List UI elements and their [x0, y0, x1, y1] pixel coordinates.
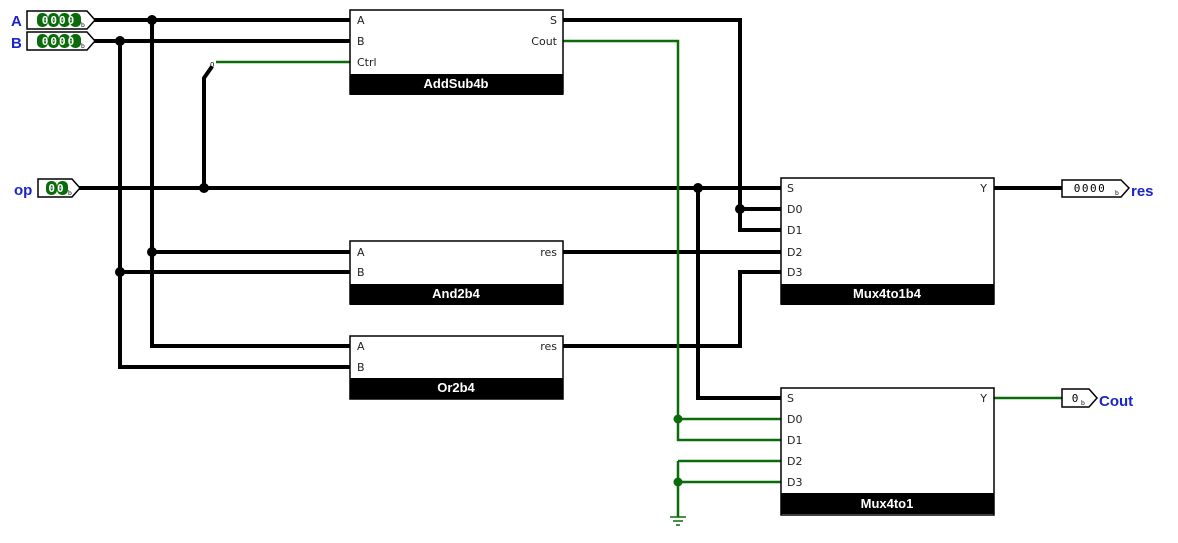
- component-mux4to1b4[interactable]: Mux4to1b4 S D0 D1 D2 D3 Y: [780, 177, 995, 305]
- pin-res-value: 0000: [1074, 182, 1107, 195]
- mux1-port-d1: D1: [787, 434, 802, 447]
- mux4-port-s: S: [787, 182, 794, 195]
- pin-b-radix: b: [81, 43, 85, 50]
- mux1-port-d3: D3: [787, 476, 802, 489]
- mux1-port-s: S: [787, 392, 794, 405]
- pin-op-bits[interactable]: 00: [46, 181, 68, 195]
- junctions: [115, 15, 745, 487]
- or-name: Or2b4: [437, 380, 475, 395]
- and-name: And2b4: [432, 286, 480, 301]
- pin-res-radix: b: [1115, 190, 1119, 197]
- component-mux4to1[interactable]: Mux4to1 S D0 D1 D2 D3 Y: [780, 387, 995, 516]
- wire-op-to-ctrl: [202, 65, 214, 190]
- wire-s-to-mux: [561, 18, 783, 232]
- mux4-name: Mux4to1b4: [853, 286, 922, 301]
- and-port-res: res: [540, 246, 557, 259]
- junction-cout-d0: [673, 414, 683, 424]
- and-port-b: B: [357, 266, 365, 279]
- wire-b-branch: [118, 39, 352, 369]
- input-pin-op[interactable]: op 00 b: [14, 178, 82, 199]
- wire-cout-to-mux1: [563, 39, 781, 442]
- bit-wires: [216, 39, 1062, 517]
- junction-op-ctrl: [199, 183, 209, 193]
- pin-op-radix: b: [68, 190, 72, 197]
- component-or2b4[interactable]: Or2b4 A B res: [349, 335, 564, 400]
- pin-b-bits[interactable]: 0000: [37, 34, 81, 48]
- or-port-b: B: [357, 361, 365, 374]
- mux4-port-d2: D2: [787, 246, 802, 259]
- junction-a-and: [147, 247, 157, 257]
- pin-op-label: op: [14, 182, 32, 199]
- pin-cout-radix: b: [1081, 400, 1085, 407]
- junction-b-and: [115, 267, 125, 277]
- addsub-name: AddSub4b: [424, 76, 489, 91]
- ground-icon: [670, 516, 686, 526]
- mux4-port-d0: D0: [787, 203, 802, 216]
- pin-op-value: 00: [48, 182, 65, 195]
- pin-b-value: 0000: [42, 35, 77, 48]
- addsub-port-cout: Cout: [531, 35, 557, 48]
- mux1-port-d2: D2: [787, 455, 802, 468]
- wire-op-to-mux1: [696, 186, 783, 400]
- or-port-a: A: [357, 340, 365, 353]
- wire-or-to-d3: [561, 270, 783, 348]
- pin-a-radix: b: [81, 22, 85, 29]
- junction-gnd-d3: [673, 477, 683, 487]
- mux4-port-y: Y: [979, 182, 987, 195]
- junction-op-mux1: [693, 183, 703, 193]
- component-and2b4[interactable]: And2b4 A B res: [349, 240, 564, 305]
- input-pin-a[interactable]: A 0000 b: [11, 10, 97, 30]
- junction-s-d0: [735, 204, 745, 214]
- input-pin-b[interactable]: B 0000 b: [11, 31, 97, 52]
- constant-value: 0: [210, 61, 214, 69]
- addsub-port-a: A: [357, 14, 365, 27]
- component-addsub4b[interactable]: AddSub4b A B Ctrl S Cout: [349, 9, 564, 95]
- output-pin-res: 0000 b res: [1061, 179, 1154, 200]
- addsub-port-s: S: [550, 14, 557, 27]
- addsub-port-b: B: [357, 35, 365, 48]
- pin-b-label: B: [11, 35, 22, 52]
- junction-a: [147, 15, 157, 25]
- output-pin-cout: 0 b Cout: [1061, 388, 1133, 410]
- or-port-res: res: [540, 340, 557, 353]
- pin-a-label: A: [11, 13, 22, 30]
- pin-a-bits[interactable]: 0000: [37, 13, 81, 27]
- addsub-port-ctrl: Ctrl: [357, 56, 377, 69]
- mux4-port-d3: D3: [787, 266, 802, 279]
- mux1-port-d0: D0: [787, 413, 802, 426]
- bus-wires: [78, 18, 1064, 400]
- mux1-name: Mux4to1: [861, 496, 914, 511]
- wire-a-branch: [150, 18, 352, 348]
- pin-a-value: 0000: [42, 14, 77, 27]
- pin-cout-value: 0: [1072, 392, 1079, 405]
- mux4-port-d1: D1: [787, 224, 802, 237]
- constant-zero[interactable]: 0: [210, 61, 214, 69]
- pin-res-label: res: [1131, 183, 1154, 200]
- mux1-port-y: Y: [979, 392, 987, 405]
- and-port-a: A: [357, 246, 365, 259]
- pin-cout-label: Cout: [1099, 393, 1133, 410]
- junction-b: [115, 36, 125, 46]
